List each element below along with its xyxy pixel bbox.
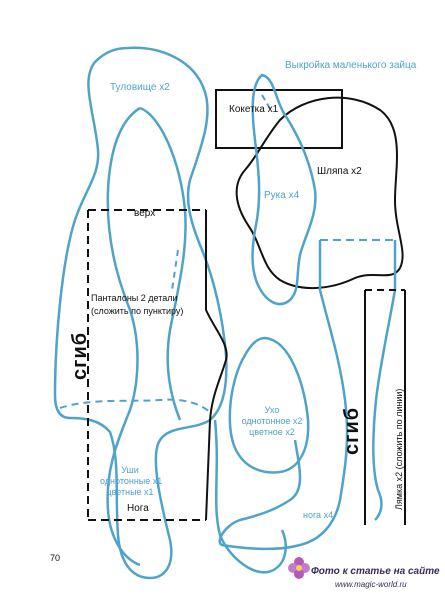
arm-dash [261,94,273,113]
arm-outline [251,73,317,306]
ear1-label-line3: цветное x2 [249,427,295,437]
ear1-outline [228,336,310,474]
ear2-label-line3: цветные x1 [106,487,154,497]
page-number: 70 [50,553,61,563]
hat-label: Шляпа x2 [317,166,362,177]
torso-blue-dash [171,249,179,291]
fold-label-right: сгиб [341,406,363,455]
ear2-label-line2: однотонные x1 [100,476,163,486]
pants-top-label: верх [134,208,156,219]
torso-inner-seam [106,106,141,567]
arm-label: Рука x4 [264,190,300,201]
pants-blue-dash [59,398,211,413]
fold-label-left: сгиб [69,331,91,380]
strap-label: Лямка x2 (сложить по линии) [394,388,404,510]
watermark: Фото к статье на сайте www.magic-world.r… [288,554,445,600]
pants-right-side [205,210,228,521]
pattern-title: Выкройка маленького зайца [285,60,417,71]
leg-label: нога x4 [303,510,334,520]
watermark-url[interactable]: www.magic-world.ru [335,580,407,589]
ear1-label-line1: Ухо [264,405,280,415]
yoke-label: Кокетка x1 [229,104,279,115]
ear2-label-line1: Уши [121,465,139,475]
yoke-outline [215,89,343,149]
torso-label: Туловище x2 [110,82,170,93]
leg-top-label: Нога [127,503,149,514]
torso-inner-seam-right [139,106,187,421]
ear-lower-outline [213,419,287,574]
flower-icon [288,557,310,579]
torso-outline [53,46,228,580]
watermark-title: Фото к статье на сайте [311,566,440,577]
pants-label-line1: Панталоны 2 детали [91,293,178,303]
leg-outline [218,240,397,551]
ear1-label-line2: однотонное x2 [241,416,303,426]
hat-outline [235,96,404,289]
pants-label-line2: (сложить по пунктиру) [91,306,184,316]
